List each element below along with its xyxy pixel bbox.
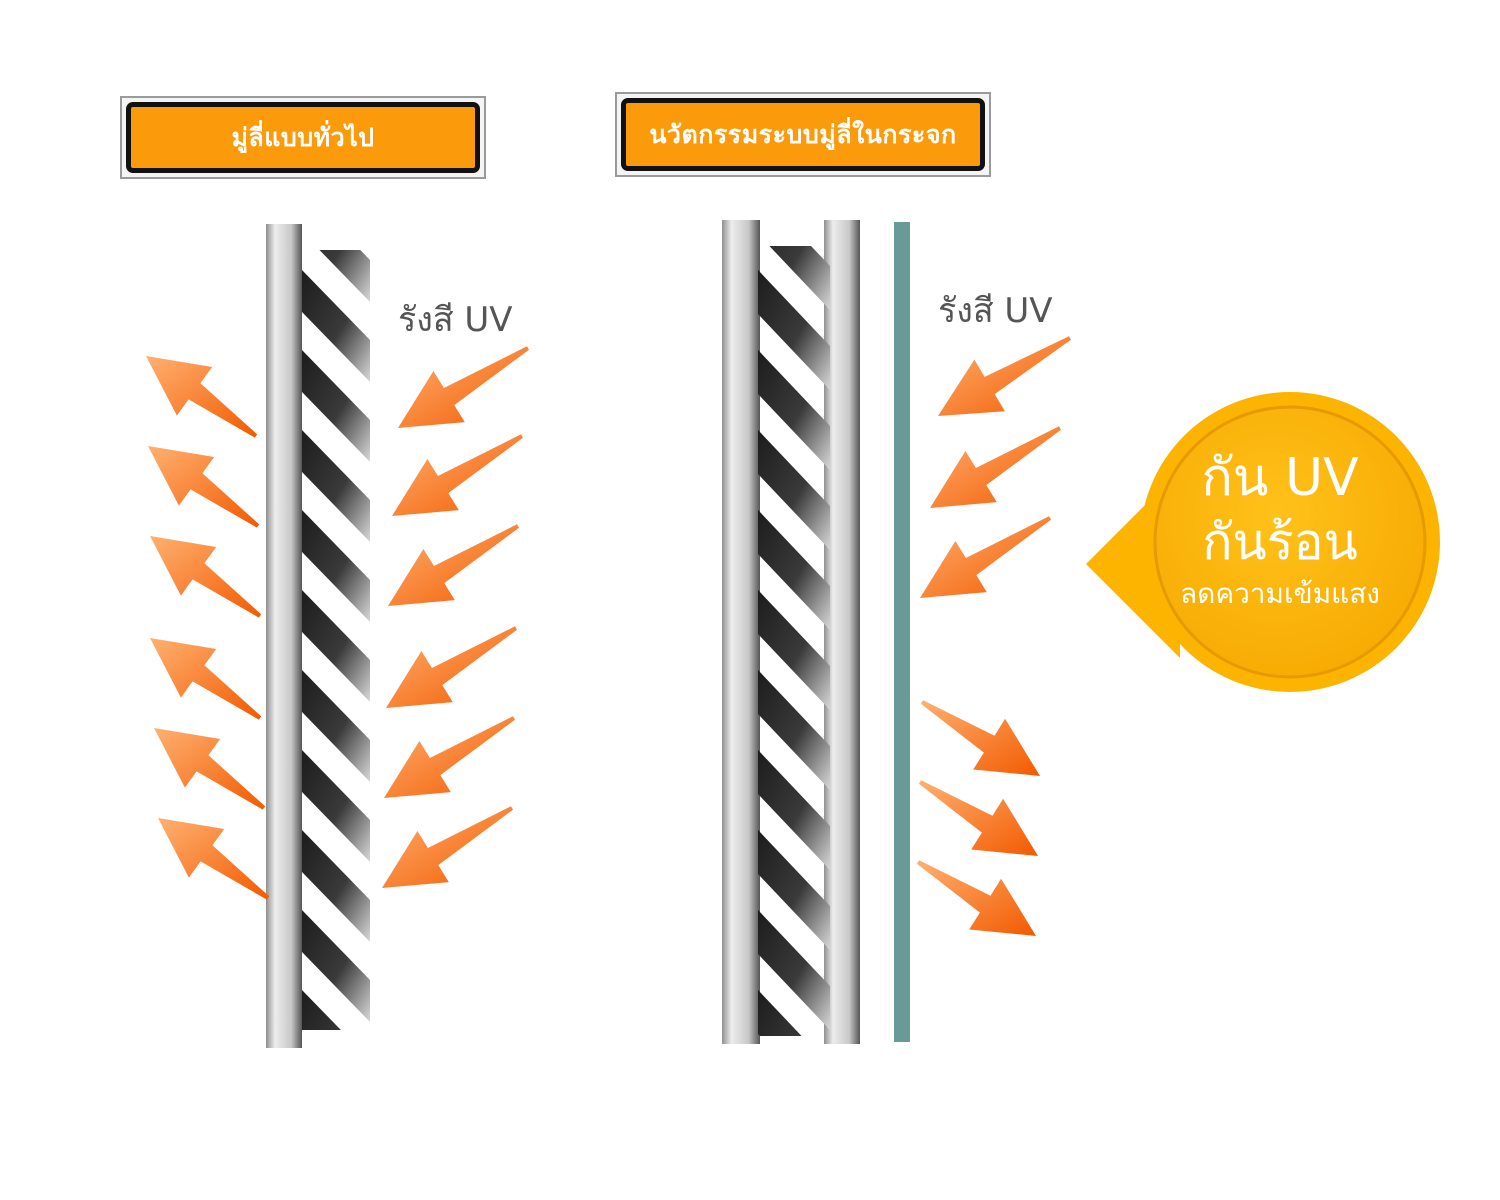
blind-slat [302, 590, 370, 702]
uv-arrow [150, 638, 262, 720]
blind-slat [758, 750, 830, 870]
badge-line-heat: กันร้อน [1202, 513, 1358, 571]
uv-label-left: รังสี UV [398, 300, 513, 340]
title-regular-blind: มู่ลี่แบบทั่วไป [126, 102, 480, 173]
blind-slat [758, 990, 802, 1036]
title-in-glass-blind: นวัตกรรมระบบมู่ลี่ในกระจก [621, 98, 985, 171]
uv-film [894, 222, 910, 1042]
blind-slat [302, 990, 341, 1030]
uv-arrow [920, 700, 1040, 776]
blind-slat [758, 430, 830, 550]
blind-slat [758, 590, 830, 710]
uv-label-right: รังสี UV [938, 291, 1053, 331]
blind-slat [758, 910, 830, 1030]
uv-arrow [158, 818, 270, 900]
title-box-innovation: นวัตกรรมระบบมู่ลี่ในกระจก [615, 92, 991, 177]
blind-slat [302, 830, 370, 942]
blind-slat [302, 350, 370, 462]
uv-arrow [916, 860, 1036, 936]
blind-slat [758, 350, 830, 470]
blind-slat [302, 750, 370, 862]
uv-arrow [388, 524, 519, 606]
uv-arrow [918, 780, 1038, 856]
uv-arrow [398, 346, 529, 428]
blind-slat [302, 270, 370, 382]
uv-arrow [920, 516, 1051, 598]
uv-arrow [930, 426, 1061, 508]
blind-slat [302, 910, 370, 1022]
blind-slat [302, 670, 370, 782]
blind-slat [302, 430, 370, 542]
uv-arrow [146, 356, 258, 438]
blind-slat [758, 510, 830, 630]
uv-arrow [386, 626, 517, 708]
uv-arrow [384, 716, 515, 798]
in-glass-blind-panel [722, 220, 910, 1044]
uv-arrow [392, 434, 523, 516]
blind-slat [758, 830, 830, 950]
badge-line-uv: กัน UV [1201, 448, 1359, 508]
glass-pane [266, 224, 302, 1048]
uv-arrow [150, 536, 262, 618]
blind-slats [302, 250, 370, 1030]
blind-slat [319, 250, 370, 302]
uv-arrow [938, 336, 1071, 416]
feature-badge [1086, 392, 1440, 692]
blind-slat [769, 246, 830, 310]
uv-arrow [382, 806, 513, 888]
blind-slat [758, 270, 830, 390]
regular-blind-panel [266, 224, 370, 1048]
glass-pane-outer [722, 220, 760, 1044]
blind-slats-in-glass [758, 246, 830, 1036]
uv-arrow [148, 446, 260, 528]
uv-arrow [154, 728, 266, 810]
badge-line-light: ลดความเข้มแสง [1180, 577, 1380, 610]
blind-slat [302, 510, 370, 622]
title-box-regular: มู่ลี่แบบทั่วไป [120, 96, 486, 179]
blind-slat [758, 670, 830, 790]
uv-arrows [146, 336, 1071, 936]
